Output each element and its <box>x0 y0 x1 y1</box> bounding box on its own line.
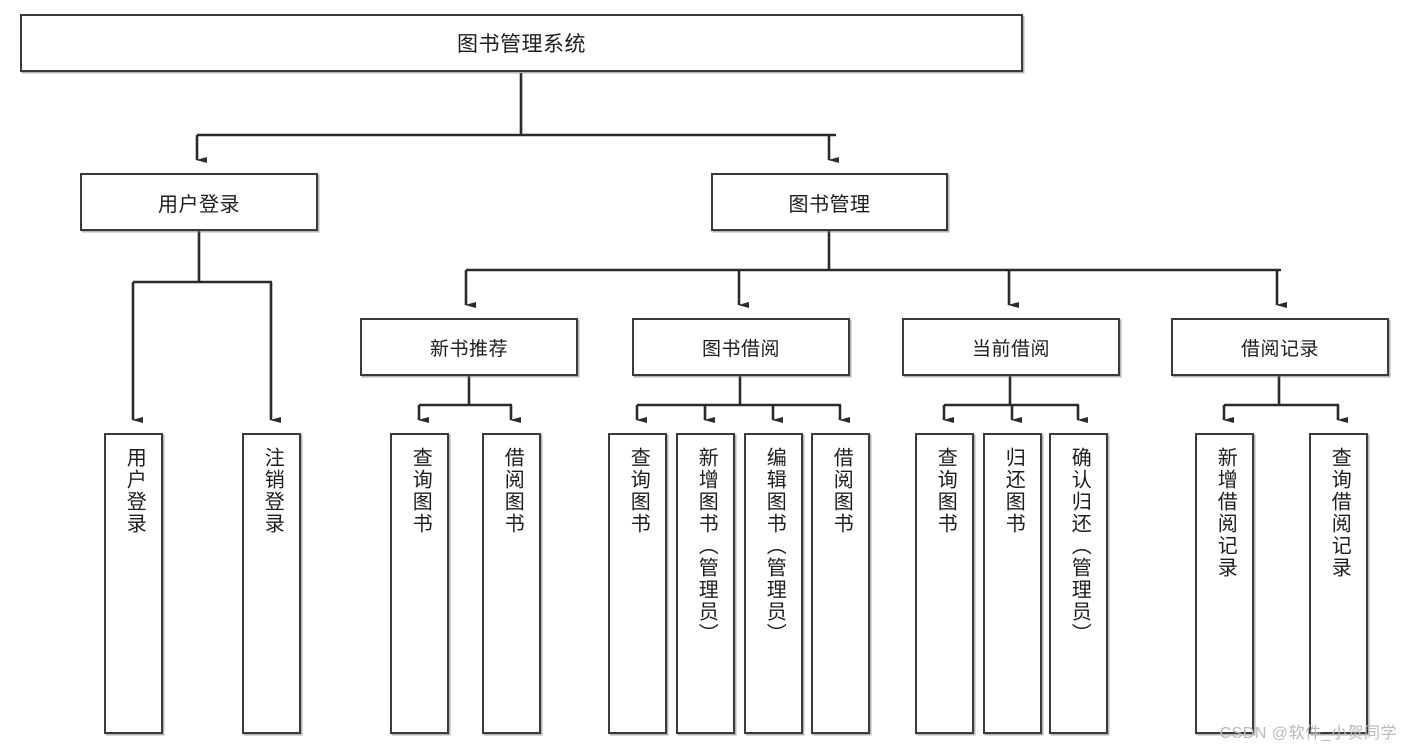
node-current-borrow-label: 当前借阅 <box>971 338 1050 360</box>
leaf-query-book-label: 查询图书 <box>627 447 650 535</box>
leaf-logout-label: 注销登录 <box>261 447 284 535</box>
node-root[interactable]: 图书管理系统 <box>20 14 1023 72</box>
node-book-borrow-label: 图书借阅 <box>701 338 780 360</box>
leaf-user-login-label: 用户登录 <box>123 447 146 535</box>
leaf-query-book-recommendation-label: 查询图书 <box>409 447 432 535</box>
leaf-add-borrow-record-label: 新增借阅记录 <box>1214 447 1237 579</box>
leaf-query-borrow-record-label: 查询借阅记录 <box>1328 447 1351 579</box>
leaf-logout[interactable]: 注销登录 <box>242 433 301 734</box>
node-borrow-records[interactable]: 借阅记录 <box>1171 318 1389 376</box>
node-current-borrow[interactable]: 当前借阅 <box>902 318 1120 376</box>
leaf-query-book[interactable]: 查询图书 <box>608 433 667 734</box>
leaf-edit-book-admin[interactable]: 编辑图书（管理员） <box>744 433 803 734</box>
node-book-management-label: 图书管理 <box>788 193 871 216</box>
node-root-label: 图书管理系统 <box>457 33 586 56</box>
node-user-login-label: 用户登录 <box>158 193 240 216</box>
node-book-borrow[interactable]: 图书借阅 <box>632 318 850 376</box>
leaf-borrow-book-recommendation[interactable]: 借阅图书 <box>482 433 541 734</box>
leaf-add-borrow-record[interactable]: 新增借阅记录 <box>1195 433 1254 734</box>
leaf-query-book-current-label: 查询图书 <box>934 447 957 535</box>
node-new-book-recommendation[interactable]: 新书推荐 <box>360 318 578 376</box>
leaf-add-book-admin-label: 新增图书（管理员） <box>695 447 718 645</box>
leaf-borrow-book[interactable]: 借阅图书 <box>811 433 870 734</box>
leaf-query-book-recommendation[interactable]: 查询图书 <box>390 433 449 734</box>
leaf-borrow-book-label: 借阅图书 <box>830 447 853 535</box>
leaf-return-book[interactable]: 归还图书 <box>983 433 1042 734</box>
leaf-borrow-book-recommendation-label: 借阅图书 <box>501 447 524 535</box>
leaf-add-book-admin[interactable]: 新增图书（管理员） <box>676 433 735 734</box>
leaf-user-login[interactable]: 用户登录 <box>104 433 163 734</box>
leaf-query-book-current[interactable]: 查询图书 <box>915 433 974 734</box>
node-user-login[interactable]: 用户登录 <box>80 173 318 231</box>
node-book-management[interactable]: 图书管理 <box>711 173 948 231</box>
leaf-confirm-return-admin[interactable]: 确认归还（管理员） <box>1049 433 1108 734</box>
leaf-confirm-return-admin-label: 确认归还（管理员） <box>1068 447 1091 645</box>
node-borrow-records-label: 借阅记录 <box>1240 338 1319 360</box>
leaf-edit-book-admin-label: 编辑图书（管理员） <box>763 447 786 645</box>
node-new-book-recommendation-label: 新书推荐 <box>429 338 508 360</box>
leaf-query-borrow-record[interactable]: 查询借阅记录 <box>1309 433 1368 734</box>
leaf-return-book-label: 归还图书 <box>1002 447 1025 535</box>
